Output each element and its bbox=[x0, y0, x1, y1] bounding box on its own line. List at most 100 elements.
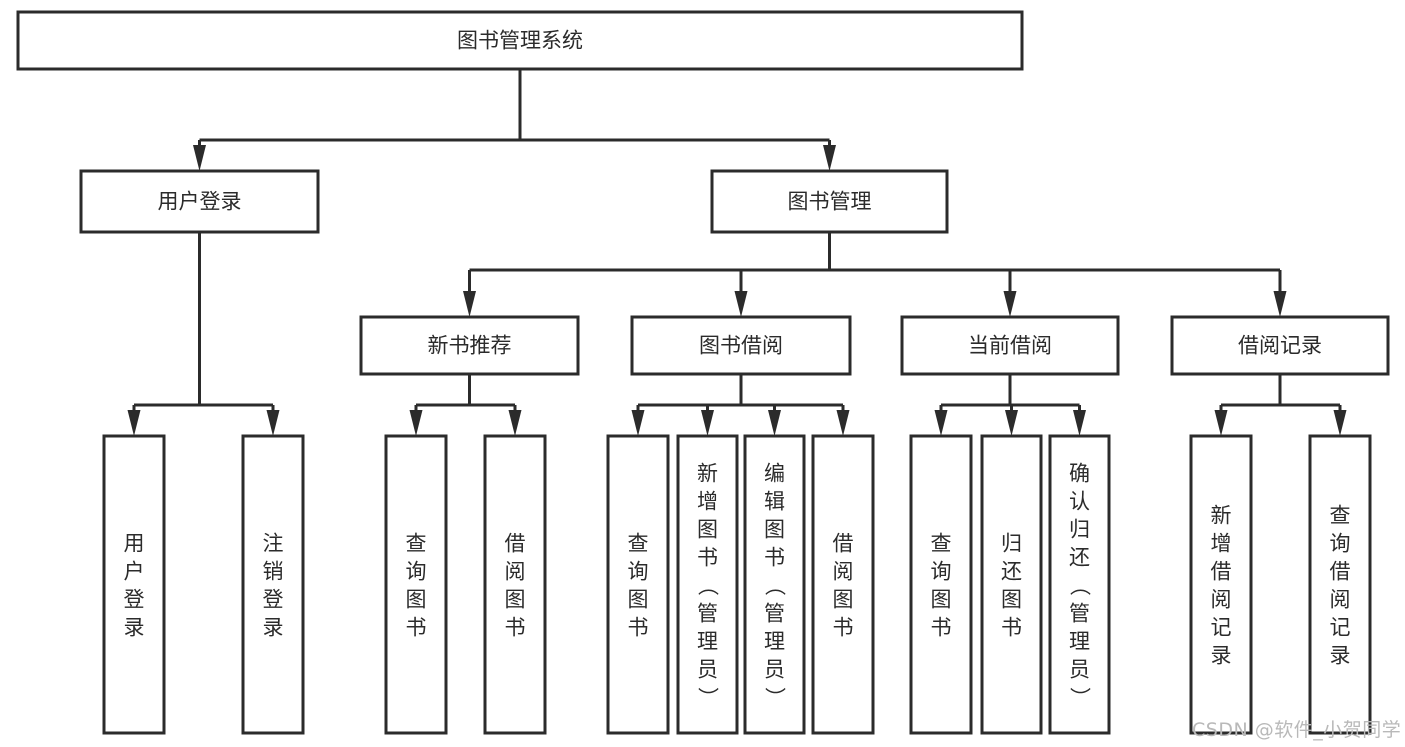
node-label-leaf-return-book-char-1: 还 bbox=[1001, 559, 1022, 583]
arrow-head-leaf-borrow-book-1 bbox=[508, 410, 522, 436]
node-box-new-book-rec[interactable] bbox=[359, 315, 580, 376]
node-label-leaf-edit-book-char-1: 辑 bbox=[764, 489, 785, 513]
node-borrow-record[interactable]: 借阅记录 bbox=[1170, 315, 1390, 376]
node-box-leaf-borrow-book-2[interactable] bbox=[811, 434, 875, 735]
node-label-leaf-add-book-char-2: 图 bbox=[697, 517, 718, 541]
node-box-user-login[interactable] bbox=[79, 169, 320, 234]
node-label-leaf-user-login-char-3: 录 bbox=[124, 615, 145, 639]
node-label-leaf-add-record-char-3: 阅 bbox=[1211, 587, 1232, 611]
arrow-head-leaf-query-book-1 bbox=[409, 410, 423, 436]
node-box-leaf-query-record[interactable] bbox=[1308, 434, 1372, 735]
node-box-leaf-edit-book[interactable] bbox=[743, 434, 806, 735]
node-label-leaf-return-book-char-0: 归 bbox=[1001, 531, 1022, 555]
node-label-leaf-add-record-char-5: 录 bbox=[1211, 643, 1232, 667]
node-label-leaf-confirm-return-char-1: 认 bbox=[1069, 489, 1090, 513]
node-book-manage[interactable]: 图书管理 bbox=[710, 169, 949, 234]
node-label-leaf-add-book-char-5: 管 bbox=[697, 601, 718, 625]
node-label-leaf-borrow-book-1-char-3: 书 bbox=[505, 615, 526, 639]
node-label-leaf-query-book-1-char-0: 查 bbox=[406, 531, 427, 555]
node-label-leaf-query-record-char-2: 借 bbox=[1330, 559, 1351, 583]
node-box-root[interactable] bbox=[16, 10, 1024, 71]
node-box-leaf-query-book-3[interactable] bbox=[909, 434, 973, 735]
node-box-current-borrow[interactable] bbox=[900, 315, 1120, 376]
node-box-book-borrow[interactable] bbox=[630, 315, 852, 376]
node-label-leaf-edit-book-char-2: 图 bbox=[764, 517, 785, 541]
node-user-login[interactable]: 用户登录 bbox=[79, 169, 320, 234]
node-leaf-user-login[interactable]: 用户登录 bbox=[102, 434, 166, 735]
arrow-head-book-manage bbox=[823, 145, 836, 171]
node-box-leaf-user-logout[interactable] bbox=[241, 434, 305, 735]
node-label-leaf-add-book-char-8: ） bbox=[696, 687, 720, 708]
edge-group-book-manage bbox=[463, 232, 1287, 317]
node-root[interactable]: 图书管理系统 bbox=[16, 10, 1024, 71]
node-box-leaf-user-login[interactable] bbox=[102, 434, 166, 735]
node-label-leaf-add-book-char-0: 新 bbox=[697, 461, 718, 485]
node-label-leaf-query-record-char-4: 记 bbox=[1330, 615, 1351, 639]
node-label-leaf-query-book-1-char-2: 图 bbox=[406, 587, 427, 611]
edge-group-book-borrow bbox=[631, 374, 850, 436]
node-box-book-manage[interactable] bbox=[710, 169, 949, 234]
node-label-leaf-query-book-2-char-1: 询 bbox=[628, 559, 649, 583]
node-box-leaf-add-record[interactable] bbox=[1189, 434, 1253, 735]
node-new-book-rec[interactable]: 新书推荐 bbox=[359, 315, 580, 376]
node-label-leaf-query-record-char-0: 查 bbox=[1330, 503, 1351, 527]
node-label-leaf-return-book-char-2: 图 bbox=[1001, 587, 1022, 611]
node-box-leaf-borrow-book-1[interactable] bbox=[483, 434, 547, 735]
node-label-leaf-user-logout-char-0: 注 bbox=[263, 531, 284, 555]
node-label-leaf-confirm-return-char-8: ） bbox=[1068, 687, 1092, 708]
node-label-leaf-edit-book-char-7: 员 bbox=[764, 657, 785, 681]
arrow-head-leaf-borrow-book-2 bbox=[836, 410, 850, 436]
node-label-leaf-add-record-char-1: 增 bbox=[1211, 531, 1232, 555]
edges-layer bbox=[127, 69, 1347, 436]
node-label-leaf-user-login-char-2: 登 bbox=[124, 587, 145, 611]
node-book-borrow[interactable]: 图书借阅 bbox=[630, 315, 852, 376]
node-label-leaf-user-logout-char-1: 销 bbox=[263, 559, 284, 583]
arrow-head-current-borrow bbox=[1003, 291, 1017, 317]
node-box-leaf-query-book-1[interactable] bbox=[384, 434, 448, 735]
arrow-head-leaf-return-book bbox=[1005, 410, 1018, 436]
node-label-leaf-confirm-return-char-5: 管 bbox=[1069, 601, 1090, 625]
node-box-borrow-record[interactable] bbox=[1170, 315, 1390, 376]
node-label-leaf-confirm-return-char-4: （ bbox=[1068, 575, 1092, 596]
node-label-leaf-query-record-char-3: 阅 bbox=[1330, 587, 1351, 611]
node-label-book-borrow: 图书借阅 bbox=[699, 334, 783, 358]
arrow-head-book-borrow bbox=[734, 291, 748, 317]
node-box-leaf-add-book[interactable] bbox=[676, 434, 739, 735]
node-label-new-book-rec: 新书推荐 bbox=[428, 334, 512, 358]
edge-group-current-borrow bbox=[934, 374, 1086, 436]
node-label-leaf-query-book-2-char-2: 图 bbox=[628, 587, 649, 611]
node-label-leaf-confirm-return-char-6: 理 bbox=[1069, 629, 1090, 653]
edge-group-user-login bbox=[127, 232, 280, 436]
node-label-leaf-edit-book-char-3: 书 bbox=[764, 545, 785, 569]
arrow-head-leaf-confirm-return bbox=[1073, 410, 1086, 436]
node-box-leaf-query-book-2[interactable] bbox=[606, 434, 670, 735]
arrow-head-leaf-query-book-3 bbox=[934, 410, 948, 436]
node-label-leaf-return-book-char-3: 书 bbox=[1001, 615, 1022, 639]
node-label-leaf-query-book-1-char-1: 询 bbox=[406, 559, 427, 583]
node-box-leaf-return-book[interactable] bbox=[980, 434, 1043, 735]
node-label-leaf-edit-book-char-0: 编 bbox=[764, 461, 785, 485]
node-label-leaf-borrow-book-2-char-2: 图 bbox=[833, 587, 854, 611]
node-label-leaf-user-login-char-0: 用 bbox=[124, 531, 145, 555]
node-label-root: 图书管理系统 bbox=[457, 29, 583, 53]
node-label-leaf-query-book-3-char-2: 图 bbox=[931, 587, 952, 611]
node-box-leaf-confirm-return[interactable] bbox=[1048, 434, 1111, 735]
node-label-leaf-user-login-char-1: 户 bbox=[124, 559, 145, 583]
arrow-head-new-book-rec bbox=[463, 291, 476, 317]
node-current-borrow[interactable]: 当前借阅 bbox=[900, 315, 1120, 376]
node-label-leaf-query-record-char-1: 询 bbox=[1330, 531, 1351, 555]
node-label-leaf-add-book-char-3: 书 bbox=[697, 545, 718, 569]
